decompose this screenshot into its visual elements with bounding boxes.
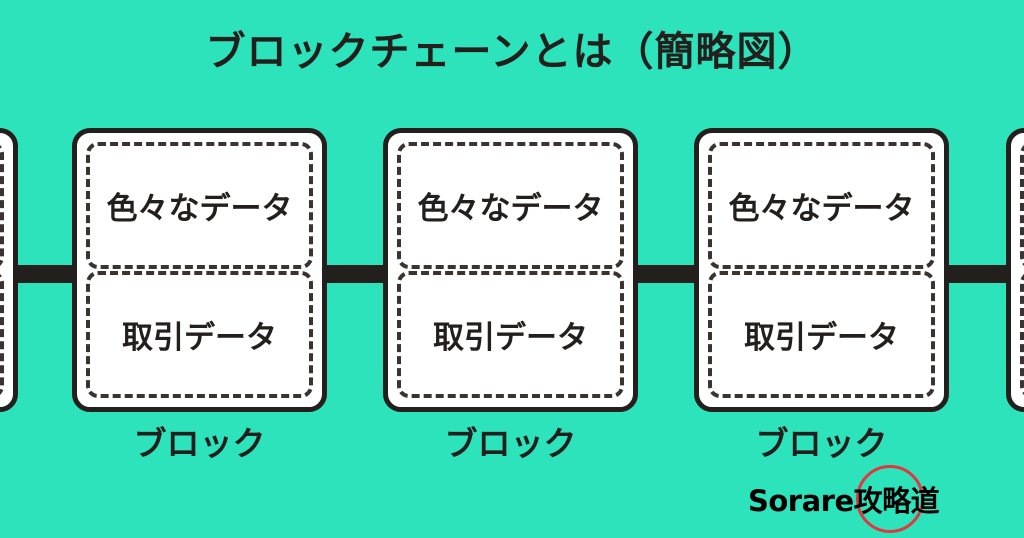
watermark-circle-icon — [856, 465, 924, 533]
page-title: ブロックチェーンとは（簡略図） — [205, 29, 819, 75]
block-4-section-tx — [1020, 271, 1024, 398]
block-3-section-tx-label: 取引データ — [744, 320, 899, 356]
watermark-text: Sorare攻略道 — [748, 484, 940, 518]
block-3-section-data-label: 色々なデータ — [728, 191, 915, 227]
watermark: Sorare攻略道 — [748, 465, 948, 533]
block-2-section-data-label: 色々なデータ — [417, 191, 604, 227]
block-card-4 — [1006, 128, 1024, 412]
block-3-section-tx: 取引データ — [708, 271, 935, 398]
block-caption-3: ブロック — [755, 424, 888, 463]
block-4-section-data — [1020, 142, 1024, 269]
block-1-section-data: 色々なデータ — [86, 142, 313, 269]
block-card-0 — [0, 128, 18, 412]
block-2-section-tx: 取引データ — [397, 271, 624, 398]
block-2-section-data: 色々なデータ — [397, 142, 624, 269]
block-1-section-tx-label: 取引データ — [122, 320, 277, 356]
block-card-3: 色々なデータ 取引データ — [694, 128, 949, 412]
block-1-section-tx: 取引データ — [86, 271, 313, 398]
block-0-section-tx — [0, 271, 4, 398]
block-3-section-data: 色々なデータ — [708, 142, 935, 269]
block-caption-2: ブロック — [444, 424, 577, 463]
chain-connector-segment-1 — [0, 265, 90, 283]
block-2-section-tx-label: 取引データ — [433, 320, 588, 356]
block-card-1: 色々なデータ 取引データ — [72, 128, 327, 412]
block-0-section-data — [0, 142, 4, 269]
block-caption-1: ブロック — [133, 424, 266, 463]
block-card-2: 色々なデータ 取引データ — [383, 128, 638, 412]
block-1-section-data-label: 色々なデータ — [106, 191, 293, 227]
